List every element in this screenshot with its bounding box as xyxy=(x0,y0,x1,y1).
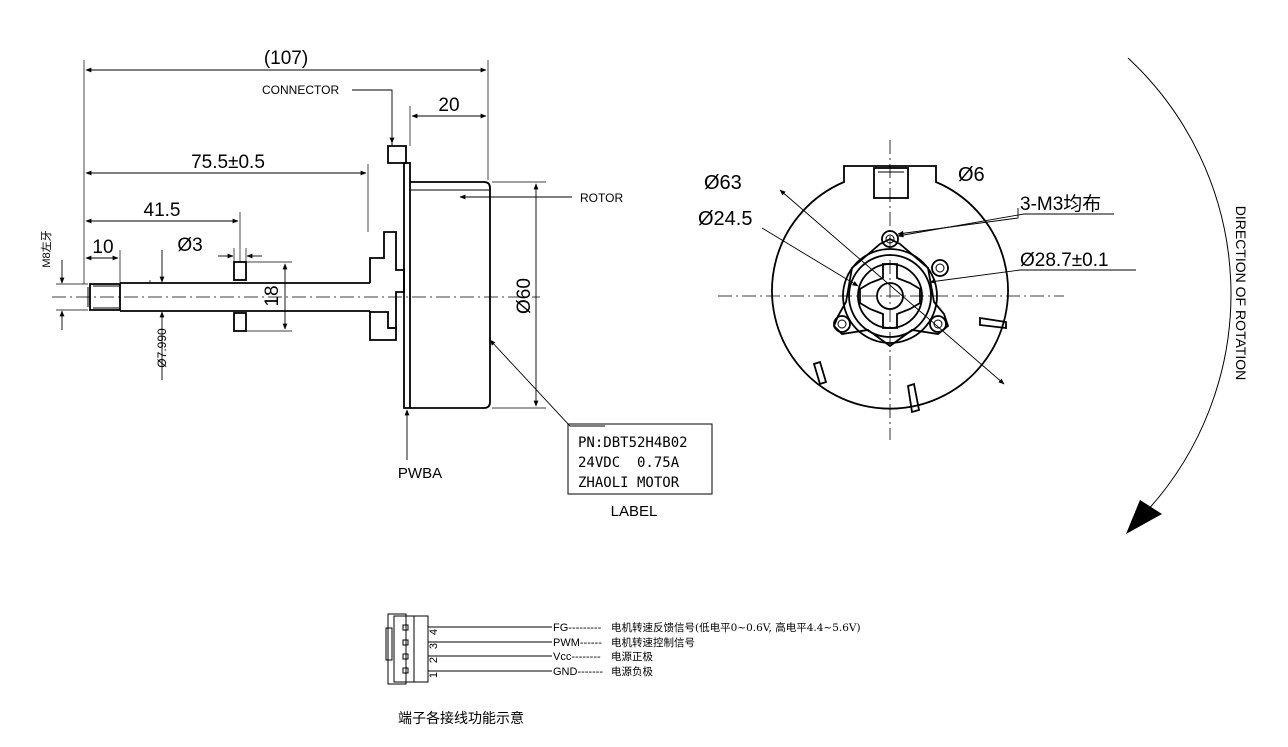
text-d287: Ø28.7±0.1 xyxy=(1020,250,1109,271)
text-connector: CONNECTOR xyxy=(262,83,339,97)
text-overall: (107) xyxy=(264,48,308,69)
mount-hole-left xyxy=(833,315,851,333)
desc-pwm: 电机转速控制信号 xyxy=(611,636,695,649)
text-pin-dia: Ø3 xyxy=(177,235,202,256)
signal-vcc: Vcc-------- xyxy=(553,651,601,663)
connector-housing xyxy=(393,615,429,683)
text-rotor: ROTOR xyxy=(580,191,623,205)
signal-gnd: GND------- xyxy=(553,666,603,678)
rotation-arc xyxy=(1127,57,1232,513)
connector-housing-outer xyxy=(387,613,407,685)
text-shaft-dia: Ø7.990 xyxy=(155,328,169,368)
front-view: Ø63 Ø6 3-M3均布 Ø24.5 Ø28.7±0.1 DIRECTION … xyxy=(698,57,1249,534)
leader-screws xyxy=(897,213,1114,238)
text-rotor-dia: Ø60 xyxy=(514,278,535,314)
label-line3: ZHAOLI MOTOR xyxy=(578,475,680,491)
signal-fg: FG--------- xyxy=(553,622,602,634)
rotation-arrowhead xyxy=(1126,500,1162,534)
pin-number-3: 3 xyxy=(428,643,440,649)
leader-d63 xyxy=(779,189,1005,385)
text-d63: Ø63 xyxy=(704,172,742,194)
hub-body xyxy=(369,231,405,329)
pin-lower xyxy=(233,312,247,332)
pwba-board xyxy=(403,162,411,409)
pinout-caption: 端子各接线功能示意 xyxy=(398,710,524,727)
connector-latch xyxy=(385,627,393,661)
pin-number-1: 1 xyxy=(428,672,440,678)
leader-d245 xyxy=(761,227,859,287)
mount-hole-right xyxy=(931,259,949,277)
thread-section xyxy=(89,283,121,311)
text-d6: Ø6 xyxy=(958,164,985,186)
text-rotation: DIRECTION OF ROTATION xyxy=(1233,206,1249,380)
pin-number-4: 4 xyxy=(428,629,440,635)
connector-body xyxy=(387,145,407,164)
text-thread-spec: M8左牙 xyxy=(40,230,53,267)
signal-pwm: PWM------ xyxy=(553,637,602,649)
label-box xyxy=(567,423,713,495)
text-d245: Ø24.5 xyxy=(698,208,752,230)
pin-number-2: 2 xyxy=(428,657,440,663)
text-thread-length: 10 xyxy=(92,237,113,258)
label-line1: PN:DBT52H4B02 xyxy=(578,435,688,451)
desc-fg: 电机转速反馈信号(低电平0~0.6V, 高电平4.4~5.6V) xyxy=(611,621,861,634)
label-line2: 24VDC 0.75A xyxy=(578,455,680,471)
text-label-caption: LABEL xyxy=(611,503,658,520)
pin-upper xyxy=(233,261,247,281)
text-rotor-length: 20 xyxy=(438,95,459,116)
leader-d287 xyxy=(929,269,1136,284)
text-to-pwba: 75.5±0.5 xyxy=(191,152,265,173)
desc-gnd: 电源负极 xyxy=(611,665,653,678)
side-view: (107) 20 75.5±0.5 41.5 10 Ø3 18 Ø7.990 M… xyxy=(40,48,713,520)
text-pwba: PWBA xyxy=(398,465,442,482)
text-pin-span: 18 xyxy=(262,285,283,306)
text-to-pin: 41.5 xyxy=(144,200,181,221)
mount-hole-lower-right xyxy=(929,315,947,333)
leader-d6 xyxy=(897,208,1019,236)
text-screws: 3-M3均布 xyxy=(1020,193,1101,215)
desc-vcc: 电源正极 xyxy=(611,650,653,663)
connector-leader xyxy=(352,89,395,144)
label-leader xyxy=(489,339,605,427)
pinout-diagram: 4 3 2 1 FG--------- 电机转速反馈信号(低电平0~0.6V, … xyxy=(385,613,861,727)
rotor-body xyxy=(410,181,491,409)
